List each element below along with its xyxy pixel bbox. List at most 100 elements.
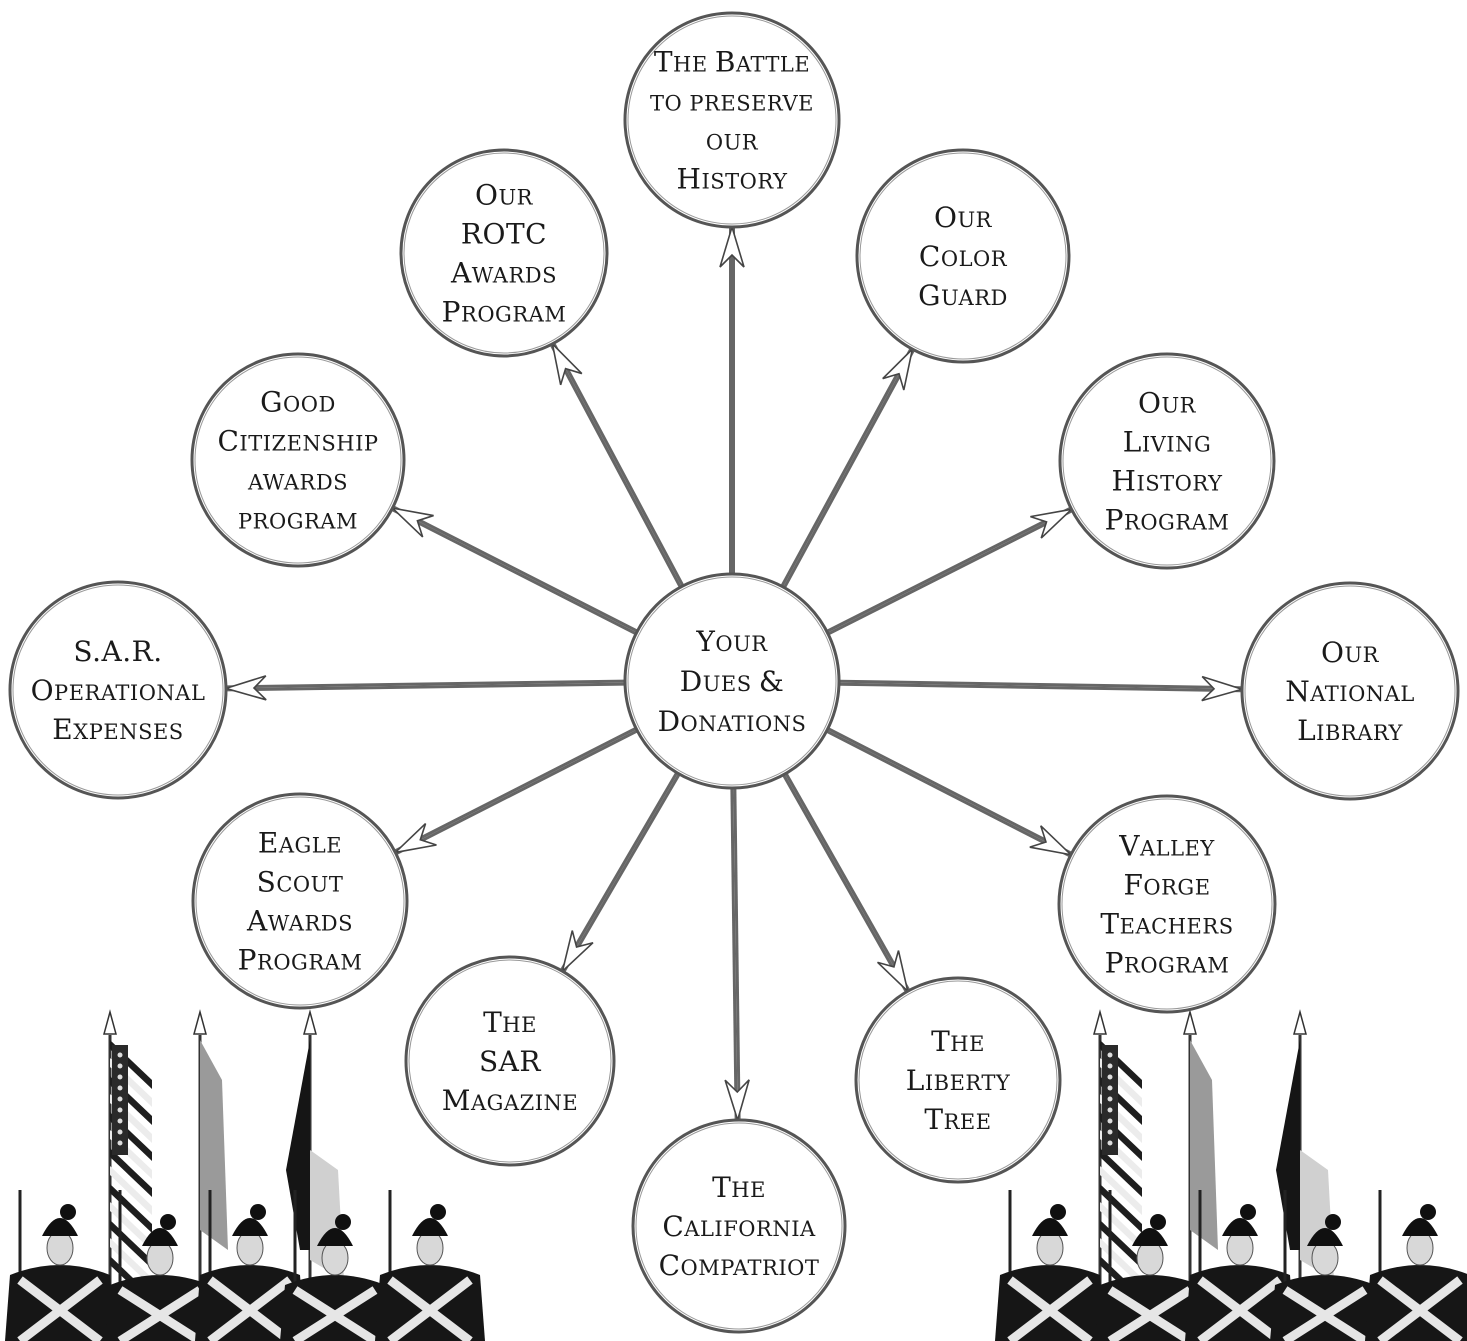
finial-icon [1183,1009,1197,1035]
connector-line [838,682,1243,693]
color-guard-photos [5,1009,1467,1341]
node-living-history-program: OUR LIVING HISTORY PROGRAM [1058,352,1276,570]
connector-line [552,342,685,587]
node-ring [195,796,405,1006]
node-circle [623,11,841,229]
node-circle [191,792,409,1010]
node-circle [404,955,616,1167]
arrowhead-icon [1030,508,1075,539]
right-color-guard-photo [995,1009,1467,1341]
node-ring [1062,356,1272,566]
node-label-line: THE [483,1006,537,1039]
connector-line [393,726,637,853]
node-label-line: LIVING [1123,426,1212,459]
soldier-figure [1270,1190,1380,1341]
node-circle [854,976,1062,1184]
connector-line [559,771,679,972]
node-ring [1244,585,1456,797]
node-label-line: HISTORY [1112,465,1224,498]
regimental-flag-icon [286,1040,310,1250]
node-label-line: VALLEY [1118,830,1215,863]
soldier-figure [105,1190,215,1341]
arrowhead-icon [223,675,267,701]
left-color-guard-photo [5,1009,485,1341]
node-label-line: LIBRARY [1297,714,1403,747]
node-ring [635,1122,843,1330]
connector-line [827,727,1073,855]
connector-line [225,679,626,689]
node-ring [194,356,402,564]
node-label-line: EAGLE [258,827,342,860]
node-label-line: THE BATTLE [654,46,810,79]
node-label-line: HISTORY [677,163,789,196]
node-label-line: ROTC [461,218,547,251]
arrowhead-icon [389,506,434,538]
connector-line [395,729,639,856]
connector-line [783,349,916,589]
node-circle [623,572,841,790]
arrowhead-icon [882,346,914,391]
node-label-line: MAGAZINE [442,1084,578,1117]
node-label-line: AWARDS [246,905,353,938]
finial-icon [103,1009,117,1035]
connector-line [730,787,738,1121]
arrowhead-icon [561,930,594,974]
arrowhead-icon [551,341,583,386]
node-label-line: OUR [475,179,534,212]
node-label-line: AWARDS [450,257,557,290]
connector-line [391,508,637,636]
node-circle [8,580,228,800]
node-label-line: OUR [1138,387,1197,420]
connector-line [825,729,1071,858]
node-label-line: AWARDS [247,471,348,495]
node-label-line: OUR [934,201,993,234]
finial-icon [1293,1009,1307,1035]
soldier-figure [375,1190,485,1341]
node-label-line: OUR [1321,636,1380,669]
node-label-line: THE [712,1171,766,1204]
connector-line [827,509,1073,636]
node-circle [855,148,1071,364]
finial-icon [303,1009,317,1035]
soldier-figure [995,1190,1105,1341]
node-label-line: YOUR [695,625,768,658]
node-label-line: PROGRAM [1105,947,1230,980]
node-label-line: OUR [706,131,759,155]
connector-line [838,679,1243,690]
connector-line [782,774,908,993]
arrowhead-icon [877,950,910,994]
node-label-line: PROGRAM [442,296,567,329]
node-label-line: EXPENSES [52,713,183,746]
node-label-line: SCOUT [257,866,344,899]
soldier-figure [1095,1190,1205,1341]
arrowhead-icon [719,224,745,268]
connector-line [826,506,1072,633]
node-label-line: CITIZENSHIP [217,425,378,458]
node-label-line: GUARD [918,279,1008,312]
node-label-line: FORGE [1123,869,1210,902]
node-label-line: COMPATRIOT [659,1249,820,1282]
node-ring [408,959,612,1163]
soldier-figure [1185,1190,1295,1341]
soldier-figure [5,1190,115,1341]
node-label-line: SAR [479,1045,541,1078]
connector-line [562,773,681,973]
finial-icon [1093,1009,1107,1035]
node-label-line: PROGRAM [1105,504,1230,537]
node-circle [399,148,609,358]
regimental-flag-icon [1276,1040,1300,1250]
arrowhead-icon [1029,825,1074,857]
node-ring [627,576,837,786]
node-ring [859,152,1067,360]
node-ring [627,15,837,225]
node-ring [858,980,1058,1180]
